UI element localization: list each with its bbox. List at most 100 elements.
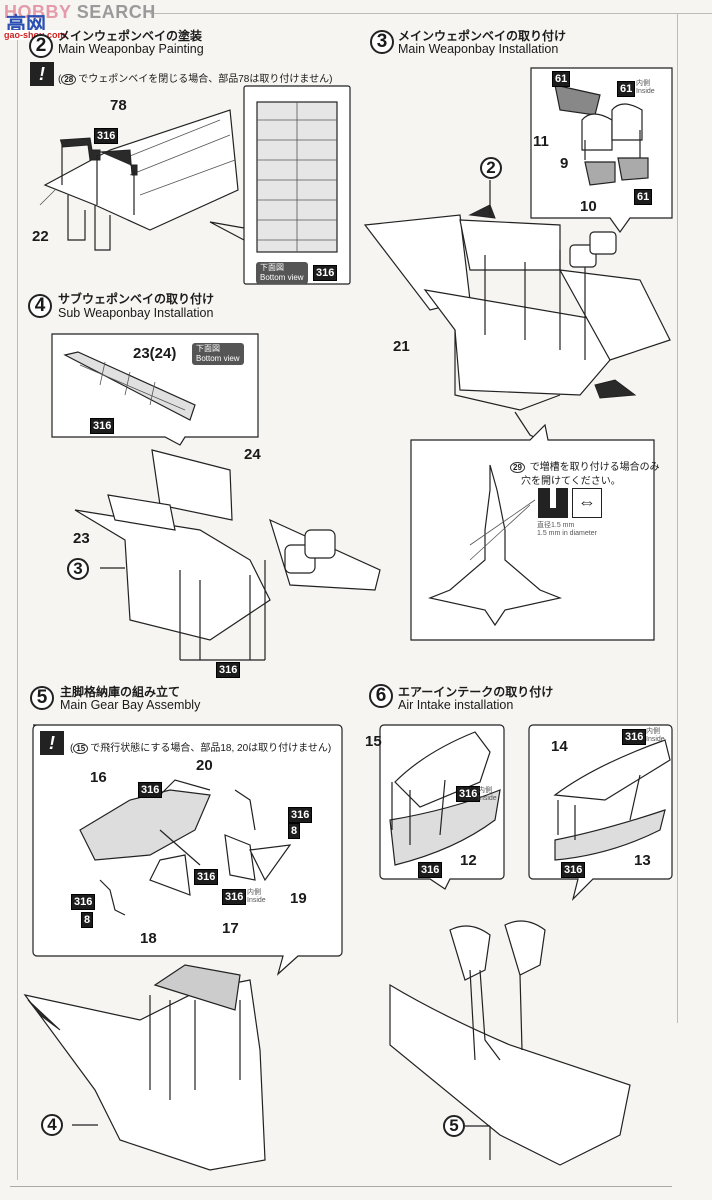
- open-hole-arrows-icon: ⇔: [572, 488, 602, 518]
- paint-code-badge: 316: [418, 862, 443, 878]
- step-5-number: 5: [30, 686, 54, 710]
- step-3-number: 3: [370, 30, 394, 54]
- top-view-detail-box: [410, 423, 655, 641]
- diameter-en: 1.5 mm in diameter: [537, 530, 597, 537]
- inside-label-en: Inside: [646, 736, 665, 743]
- fuselage-step5: [23, 964, 266, 1171]
- note-paren: (: [70, 743, 74, 754]
- page-frame-left: [17, 30, 18, 1180]
- fuselage-step6: [389, 920, 631, 1166]
- weaponbay-22-drawing: [39, 109, 239, 251]
- step-5-title-jp: 主脚格納庫の組み立て: [60, 685, 181, 699]
- part-78-label: 78: [110, 97, 127, 114]
- paint-code-badge: 316: [456, 786, 481, 802]
- paint-code-badge: 316: [138, 782, 163, 798]
- bottom-view-tag-jp: 下面図: [196, 344, 220, 353]
- part-20-label: 20: [196, 757, 213, 774]
- step-2-number: 2: [29, 34, 53, 58]
- paint-code-badge: 316: [288, 807, 313, 823]
- step-3-reference-badge: 3: [67, 558, 89, 580]
- paint-code-badge: 316: [561, 862, 586, 878]
- paint-code-badge: 61: [634, 189, 653, 205]
- watermark-brand-b: SEARCH: [76, 2, 156, 22]
- paint-code-badge: 316: [216, 662, 241, 678]
- watermark-hobbysearch: HOBBY SEARCH: [4, 2, 156, 23]
- step-6-number: 6: [369, 684, 393, 708]
- step-4-title-en: Sub Weaponbay Installation: [58, 306, 214, 320]
- part-18-label: 18: [140, 930, 157, 947]
- paint-code-badge: 316: [194, 869, 219, 885]
- watermark-brand-a: HOBBY: [4, 2, 72, 22]
- inside-label-jp: 内側: [247, 889, 261, 896]
- part-13-label: 13: [634, 852, 651, 869]
- inside-label-en: Inside: [478, 795, 497, 802]
- note-paren: (: [58, 74, 62, 85]
- inside-label-en: Inside: [247, 897, 266, 904]
- part-19-label: 19: [290, 890, 307, 907]
- paint-code-badge: 61: [552, 71, 571, 87]
- paint-code-badge: 8: [81, 912, 94, 928]
- step-2-title-jp: メインウェポンベイの塗装: [58, 29, 203, 43]
- step-2-reference-badge: 2: [480, 157, 502, 179]
- part-12-label: 12: [460, 852, 477, 869]
- note-text: で飛行状態にする場合、部品18, 20は取り付けません): [90, 743, 332, 754]
- bottom-view-tag-jp: 下面図: [260, 263, 284, 272]
- page-frame-top: [150, 13, 712, 14]
- step-ref-badge: 15: [73, 743, 89, 754]
- inside-label-jp: 内側: [646, 728, 660, 735]
- note-text: で増槽を取り付ける場合のみ: [529, 462, 660, 473]
- drill-hole-note-line1: 29 で増槽を取り付ける場合のみ: [510, 458, 660, 473]
- drill-hole-note-line2: 穴を開けてください。: [521, 476, 621, 487]
- page-frame-right: [677, 13, 678, 1023]
- intake-box-right-6: [528, 724, 673, 901]
- step-4-number: 4: [28, 294, 52, 318]
- caution-icon: !: [40, 731, 64, 755]
- part-10-label: 10: [580, 198, 597, 215]
- part-23-24-label: 23(24): [133, 345, 177, 362]
- step-ref-badge: 29: [510, 462, 525, 473]
- paint-code-badge: 61: [617, 81, 636, 97]
- caution-icon: !: [30, 62, 54, 86]
- fuselage-step4: [74, 449, 381, 661]
- paint-code-badge: 316: [622, 729, 647, 745]
- step-2-title-en: Main Weaponbay Painting: [58, 42, 204, 56]
- gear-bay-box-5: [32, 724, 343, 976]
- paint-code-badge: 316: [313, 265, 338, 281]
- bottom-view-tag-en: Bottom view: [196, 354, 240, 363]
- main-fuselage-step3: [363, 180, 671, 441]
- part-24-label: 24: [244, 446, 261, 463]
- note-text: でウェポンベイを閉じる場合、部品78は取り付けません): [78, 74, 333, 85]
- paint-code-badge: 8: [288, 823, 301, 839]
- part-15-label: 15: [365, 733, 382, 750]
- bottom-view-inset-2: [209, 85, 351, 285]
- paint-code-badge: 316: [222, 889, 247, 905]
- part-17-label: 17: [222, 920, 239, 937]
- step-5-title-en: Main Gear Bay Assembly: [60, 698, 201, 712]
- inside-label-jp: 内側: [636, 80, 650, 87]
- inside-label-jp: 内側: [478, 787, 492, 794]
- paint-code-badge: 316: [94, 128, 119, 144]
- paint-code-badge: 316: [71, 894, 96, 910]
- part-22-label: 22: [32, 228, 49, 245]
- bottom-view-tag-en: Bottom view: [260, 273, 304, 282]
- diameter-jp: 直径1.5 mm: [537, 522, 575, 529]
- paint-code-badge: 316: [90, 418, 115, 434]
- step-4-title-jp: サブウェポンベイの取り付け: [58, 292, 215, 306]
- intake-box-left-6: [379, 724, 505, 890]
- step-3-title-jp: メインウェポンベイの取り付け: [398, 29, 567, 43]
- part-9-label: 9: [560, 155, 569, 172]
- drill-hole-icon: [538, 488, 568, 518]
- step-5-reference-badge: 5: [443, 1115, 465, 1137]
- step-6-title-jp: エアーインテークの取り付け: [398, 685, 554, 699]
- step-4-reference-badge: 4: [41, 1114, 63, 1136]
